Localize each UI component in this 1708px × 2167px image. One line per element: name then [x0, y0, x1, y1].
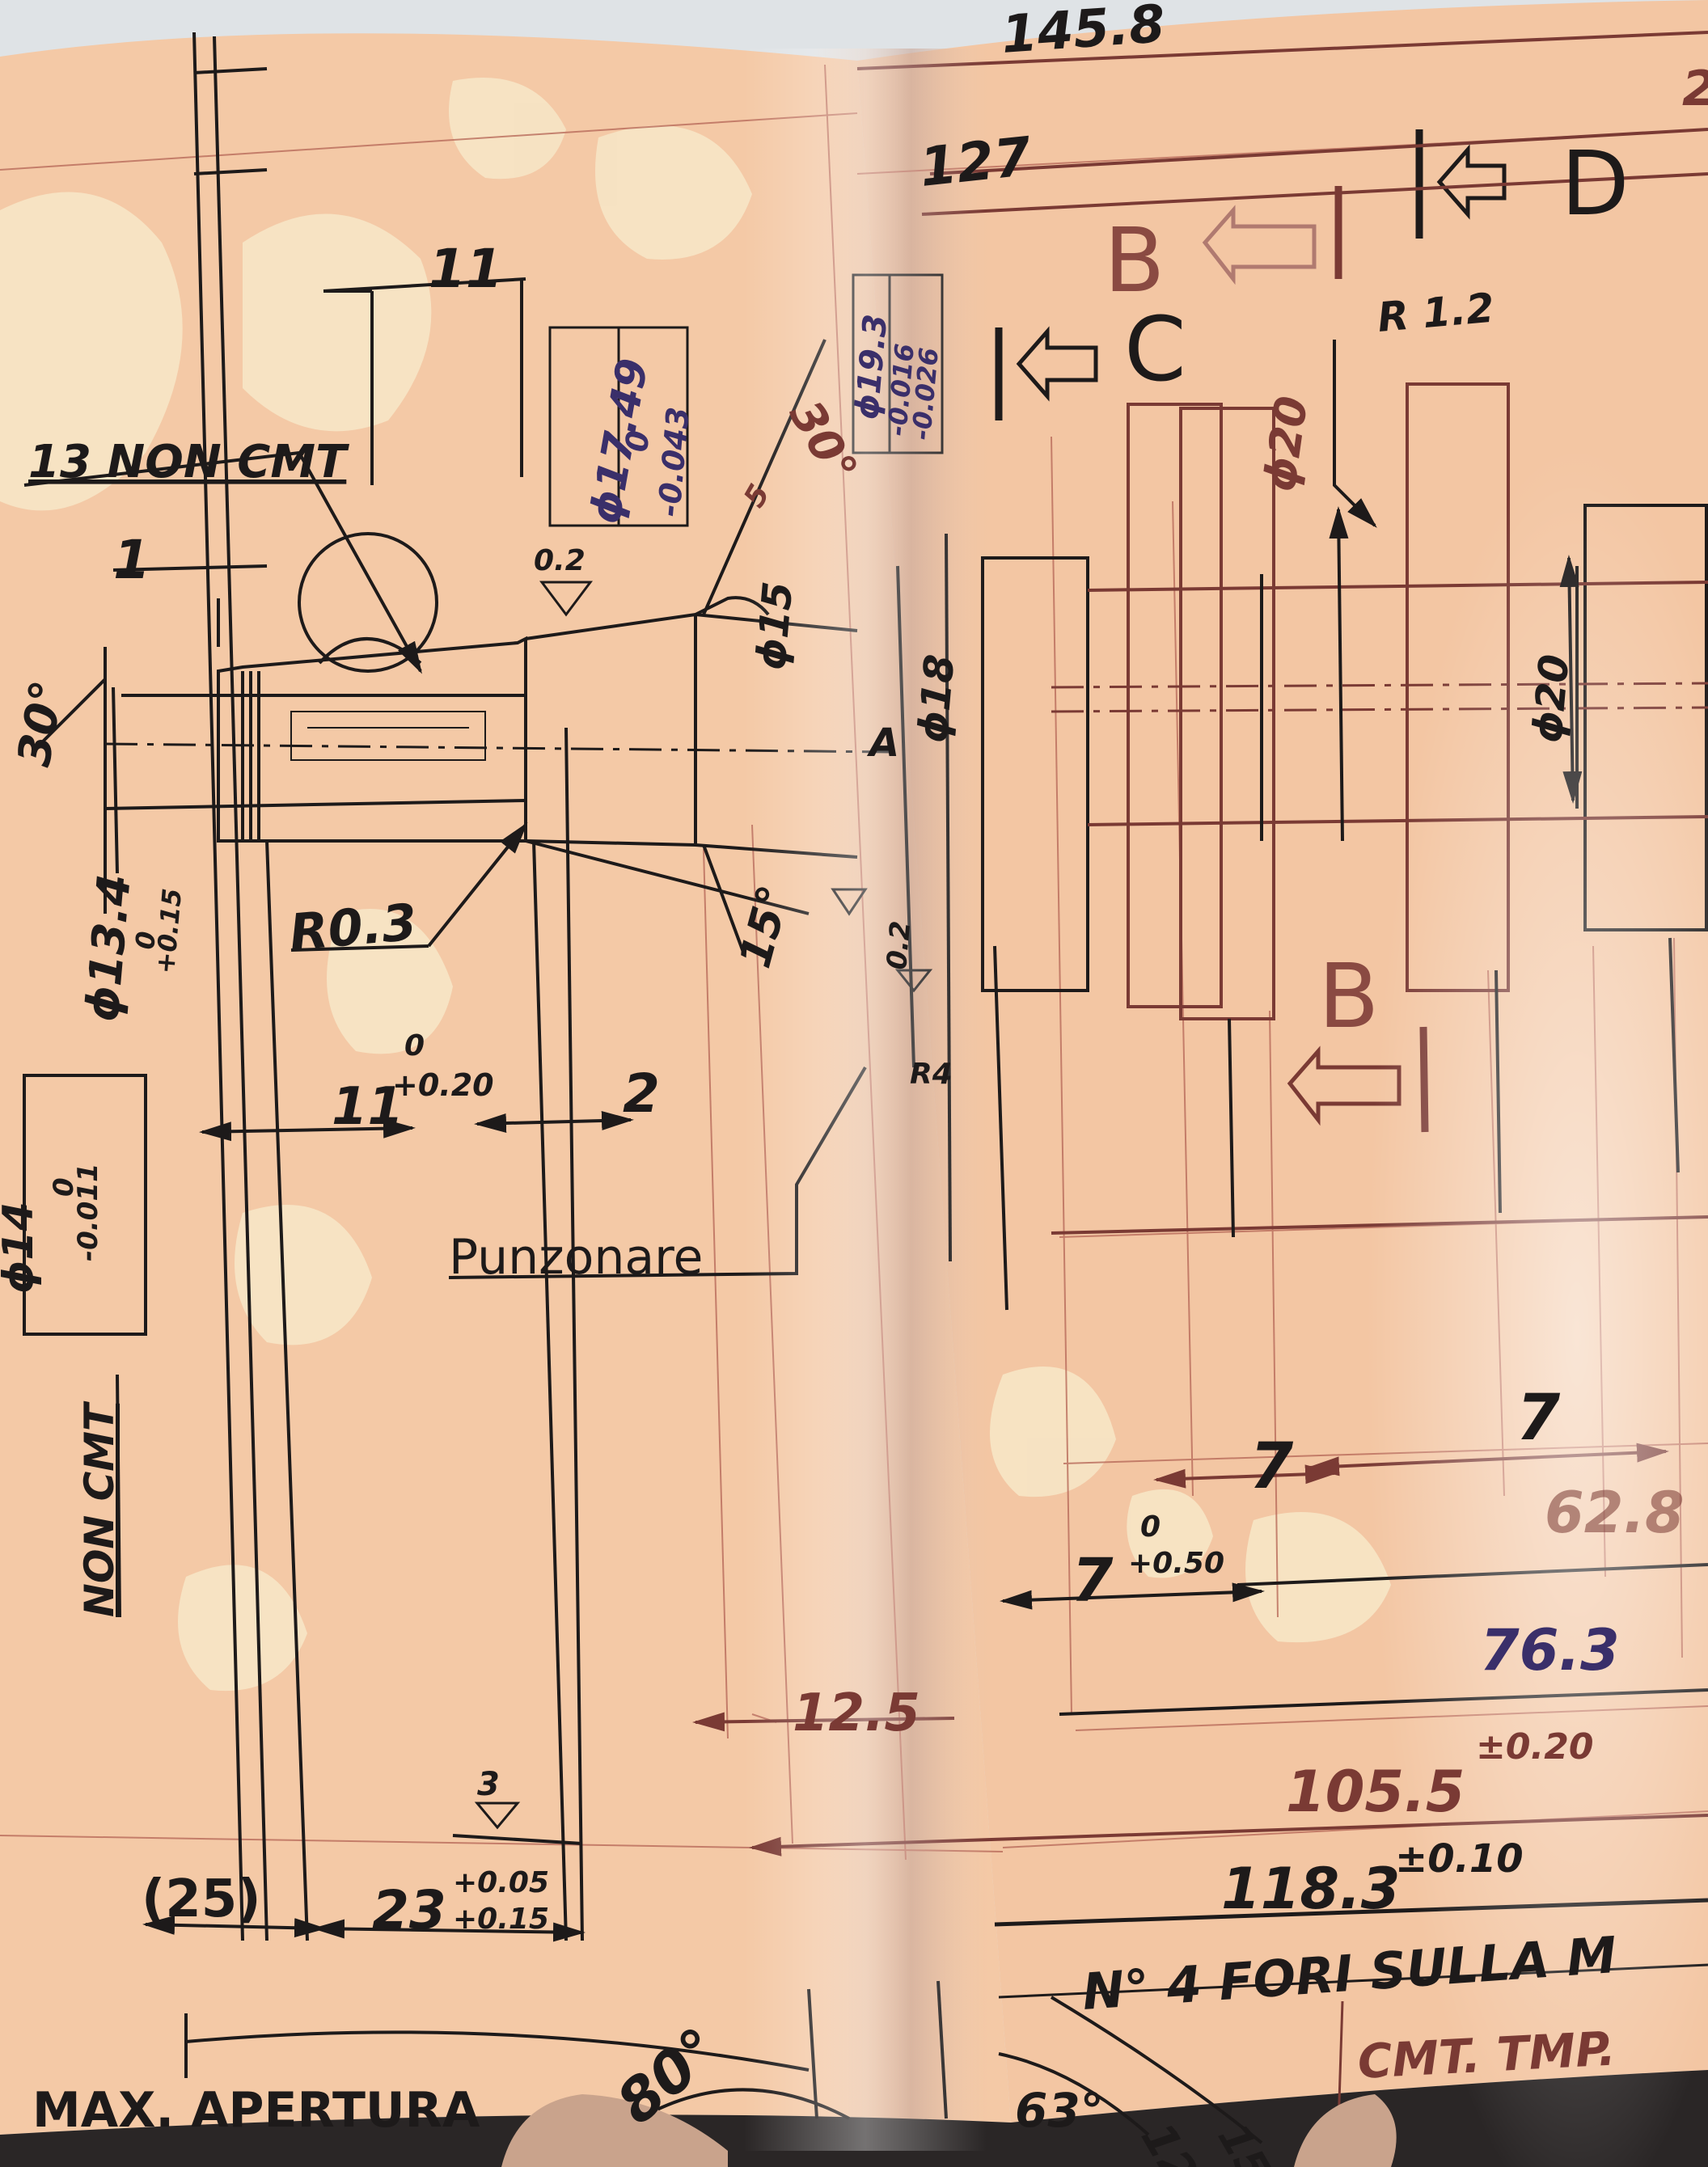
dim-118-3: 118.3	[1221, 1856, 1400, 1922]
dim-phi-18: ϕ18	[909, 653, 963, 745]
tol-11-upper: 0	[404, 1029, 425, 1062]
note-max-apertura: MAX. APERTURA	[32, 2082, 480, 2139]
dim-phi-15: ϕ15	[747, 580, 801, 672]
tol-17-49-upper: 0	[619, 429, 656, 454]
tol-11-lower: +0.20	[392, 1067, 494, 1103]
tol-105-5: ±0.20	[1476, 1726, 1593, 1768]
tol-7-lower: +0.50	[1128, 1547, 1224, 1580]
label-a: A	[866, 720, 899, 766]
corner-digit: 2	[1682, 61, 1708, 117]
tol-23-upper: +0.05	[453, 1866, 549, 1899]
note-non-cmt-vertical: NON CMT	[76, 1400, 123, 1617]
tol-23-lower: +0.15	[453, 1903, 549, 1936]
dim-phi-14: ϕ14	[0, 1202, 43, 1294]
note-cmt-tmp: CMT. TMP.	[1356, 2021, 1617, 2089]
page-glare-left	[744, 49, 987, 2151]
dim-phi-19-3: ϕ19.3	[848, 313, 894, 421]
dim-phi-13-4: ϕ13.4	[76, 872, 142, 1024]
label-d: D	[1561, 132, 1630, 235]
dim-11-tol: 11	[332, 1077, 404, 1137]
dim-1: 1	[113, 529, 150, 591]
tol-118-3: ±0.10	[1395, 1836, 1524, 1882]
dim-23: 23	[372, 1879, 446, 1941]
dim-12-5: 12.5	[793, 1683, 920, 1743]
tol-13-4-lower: +0.15	[150, 887, 188, 975]
page-glare-right	[1367, 445, 1708, 2167]
tol-14-upper: 0	[48, 1177, 80, 1197]
hand	[501, 2094, 1397, 2167]
dim-7-right: 7	[1516, 1382, 1561, 1455]
bottom-arcs	[998, 1996, 1263, 2144]
label-b-bottom: B	[1318, 944, 1379, 1048]
dim-76-3: 76.3	[1480, 1617, 1620, 1683]
tol-7-upper: 0	[1140, 1510, 1161, 1544]
surface-0-2-lower: 0.2	[881, 919, 917, 970]
label-c: C	[1124, 298, 1186, 401]
label-b-top: B	[1104, 209, 1165, 312]
dim-top-145: 145.8	[1000, 0, 1167, 65]
dim-13-non-cmt: 13 NON CMT	[28, 436, 349, 488]
dim-127: 127	[917, 125, 1034, 199]
tol-13-4-upper: 0	[129, 930, 162, 950]
dim-7-tol: 7	[1072, 1546, 1114, 1616]
dim-7-left: 7	[1249, 1430, 1294, 1503]
dim-r-1-2: R 1.2	[1376, 285, 1496, 341]
dim-62-8: 62.8	[1545, 1480, 1685, 1546]
paper-stains	[0, 78, 1391, 1692]
tol-14-lower: -0.011	[72, 1163, 104, 1261]
dim-r4: R4	[910, 1058, 953, 1091]
dim-105-5: 105.5	[1286, 1759, 1465, 1825]
surface-0-2-top: 0.2	[534, 544, 586, 577]
surface-3: 3	[477, 1766, 500, 1803]
dim-r-0-3: R0.3	[287, 892, 419, 961]
dim-11: 11	[429, 238, 503, 300]
dim-25-paren: (25)	[142, 1869, 261, 1929]
dim-phi-20: ϕ20	[1524, 653, 1578, 745]
dim-63-deg: 63°	[1015, 2083, 1104, 2138]
dim-2: 2	[623, 1062, 660, 1125]
note-punzonare: Punzonare	[449, 1229, 703, 1286]
